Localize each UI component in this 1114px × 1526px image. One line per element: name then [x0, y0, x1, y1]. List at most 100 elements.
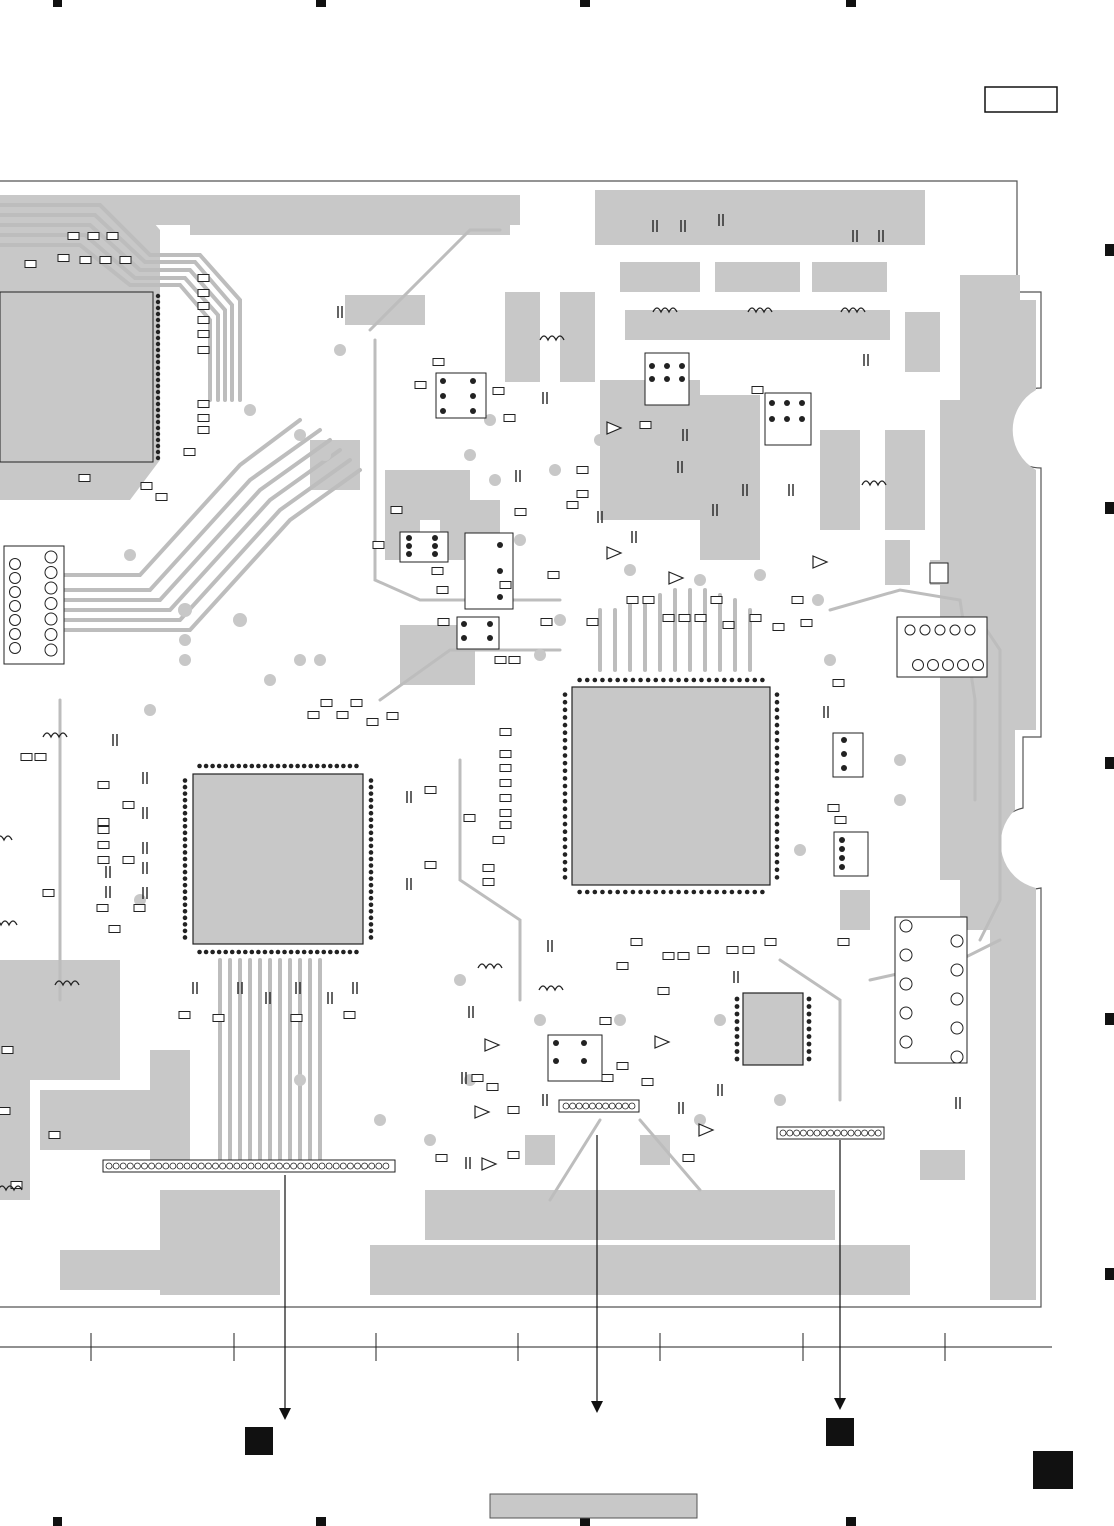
- qfp-pin: [638, 678, 643, 683]
- qfp-pin: [699, 678, 704, 683]
- connector-pin: [134, 1163, 140, 1169]
- resistor: [631, 939, 642, 946]
- resistor: [120, 257, 131, 264]
- resistor: [500, 765, 511, 772]
- qfp-pin: [250, 764, 255, 769]
- ic-pin: [156, 306, 160, 310]
- qfp-pin: [775, 860, 780, 865]
- qfp-pin: [563, 867, 568, 872]
- qfp-pin: [563, 761, 568, 766]
- qfp-pin: [295, 950, 300, 955]
- resistor: [109, 926, 120, 933]
- resistor: [184, 449, 195, 456]
- qfp-pin: [775, 791, 780, 796]
- qfp-pin: [563, 746, 568, 751]
- qfp-pin: [563, 784, 568, 789]
- header-pin: [900, 949, 912, 961]
- connector-pin: [262, 1163, 268, 1169]
- resistor: [723, 622, 734, 629]
- connector-pin: [255, 1163, 261, 1169]
- connector-pin: [113, 1163, 119, 1169]
- qfp-pin: [775, 723, 780, 728]
- package-pad: [406, 543, 412, 549]
- header-pin: [45, 551, 57, 563]
- qfp-pin: [692, 890, 697, 895]
- resistor: [750, 615, 761, 622]
- ic-pin: [156, 396, 160, 400]
- qfp-pin: [760, 678, 765, 683]
- package-pad: [649, 376, 655, 382]
- qfp-pin: [653, 890, 658, 895]
- soic-pin: [807, 1004, 812, 1009]
- package-pad: [461, 621, 467, 627]
- soic-pin: [735, 1049, 740, 1054]
- connector-pin: [291, 1163, 297, 1169]
- connector-pin: [563, 1103, 569, 1109]
- connector-pin: [794, 1130, 800, 1136]
- connector-pin: [383, 1163, 389, 1169]
- qfp-pin: [197, 764, 202, 769]
- qfp-pin: [585, 890, 590, 895]
- qfp-pin: [369, 844, 374, 849]
- resistor: [198, 415, 209, 422]
- package-pad: [406, 535, 412, 541]
- resistor: [337, 712, 348, 719]
- qfp-pin: [669, 890, 674, 895]
- resistor: [141, 483, 152, 490]
- ic-pin: [156, 414, 160, 418]
- ic-pin: [156, 384, 160, 388]
- qfp-pin: [369, 883, 374, 888]
- qfp-pin: [183, 844, 188, 849]
- qfp-pin: [775, 776, 780, 781]
- header-pin: [920, 625, 930, 635]
- resistor: [98, 857, 109, 864]
- qfp-pin: [243, 950, 248, 955]
- qfp-pin: [563, 875, 568, 880]
- qfp-pin: [250, 950, 255, 955]
- connector-center-11pin: [559, 1100, 639, 1112]
- resistor: [483, 865, 494, 872]
- soic-pin: [807, 997, 812, 1002]
- resistor: [321, 700, 332, 707]
- package-pad: [440, 378, 446, 384]
- resistor: [508, 1152, 519, 1159]
- resistor: [600, 1018, 611, 1025]
- resistor: [98, 819, 109, 826]
- package-pad: [470, 408, 476, 414]
- header-pin: [10, 587, 21, 598]
- resistor: [678, 953, 689, 960]
- resistor: [663, 953, 674, 960]
- qfp-pin: [354, 950, 359, 955]
- qfp-pin: [223, 764, 228, 769]
- resistor: [98, 782, 109, 789]
- qfp-pin: [183, 791, 188, 796]
- qfp-pin: [315, 950, 320, 955]
- resistor: [773, 624, 784, 631]
- qfp-pin: [707, 890, 712, 895]
- ic-pin: [156, 372, 160, 376]
- ic-qfp-center: [563, 678, 780, 895]
- header-pin: [950, 625, 960, 635]
- qfp-pin: [563, 768, 568, 773]
- qfp-pin: [183, 889, 188, 894]
- connector-pin: [220, 1163, 226, 1169]
- resistor: [509, 657, 520, 664]
- header-right-2x5-lower: [895, 917, 967, 1063]
- qfp-pin: [369, 804, 374, 809]
- header-pin: [913, 660, 924, 671]
- connector-pin: [149, 1163, 155, 1169]
- resistor: [437, 587, 448, 594]
- resistor: [765, 939, 776, 946]
- resistor: [98, 827, 109, 834]
- package-pad: [432, 543, 438, 549]
- qfp-pin: [563, 791, 568, 796]
- qfp-pin: [563, 708, 568, 713]
- qfp-pin: [256, 764, 261, 769]
- header-pin: [10, 559, 21, 570]
- resistor: [792, 597, 803, 604]
- resistor: [198, 303, 209, 310]
- qfp-pin: [183, 811, 188, 816]
- connector-pin: [834, 1130, 840, 1136]
- qfp-pin: [256, 950, 261, 955]
- connector-pin: [248, 1163, 254, 1169]
